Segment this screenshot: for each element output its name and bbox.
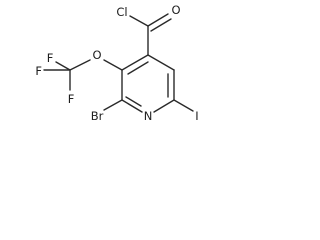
- atom-i: I: [195, 109, 198, 123]
- bond-c6-n1: [153, 99, 175, 113]
- bond-c3-c4-double: [127, 61, 149, 75]
- chemical-structure: Cl O O F F F Br N I: [35, 3, 198, 123]
- atom-f-top: F: [47, 51, 54, 65]
- atom-cl-acyl: Cl: [116, 5, 127, 19]
- atom-n-ring: N: [144, 109, 153, 123]
- bond-cf3-f-top: [55, 61, 71, 71]
- atom-f-left: F: [35, 64, 42, 78]
- bond-c4-c5: [147, 54, 175, 71]
- bond-carbonyl-o-double: [150, 18, 172, 32]
- bond-c3-o: [103, 59, 123, 71]
- bond-c6-i: [173, 99, 194, 112]
- atom-f-bottom: F: [68, 92, 75, 106]
- bond-carbonyl-o: [147, 13, 169, 27]
- atom-br: Br: [91, 109, 104, 123]
- bond-carbonyl-cl: [129, 15, 149, 27]
- bond-o-cf3: [69, 59, 91, 71]
- bond-c2-br: [103, 99, 123, 111]
- bond-n1-c2-double: [125, 96, 142, 107]
- bond-c3-c4: [121, 54, 149, 71]
- atom-o-ether: O: [92, 48, 101, 62]
- atom-o-carbonyl: O: [171, 3, 180, 17]
- bond-n1-c2: [121, 99, 143, 113]
